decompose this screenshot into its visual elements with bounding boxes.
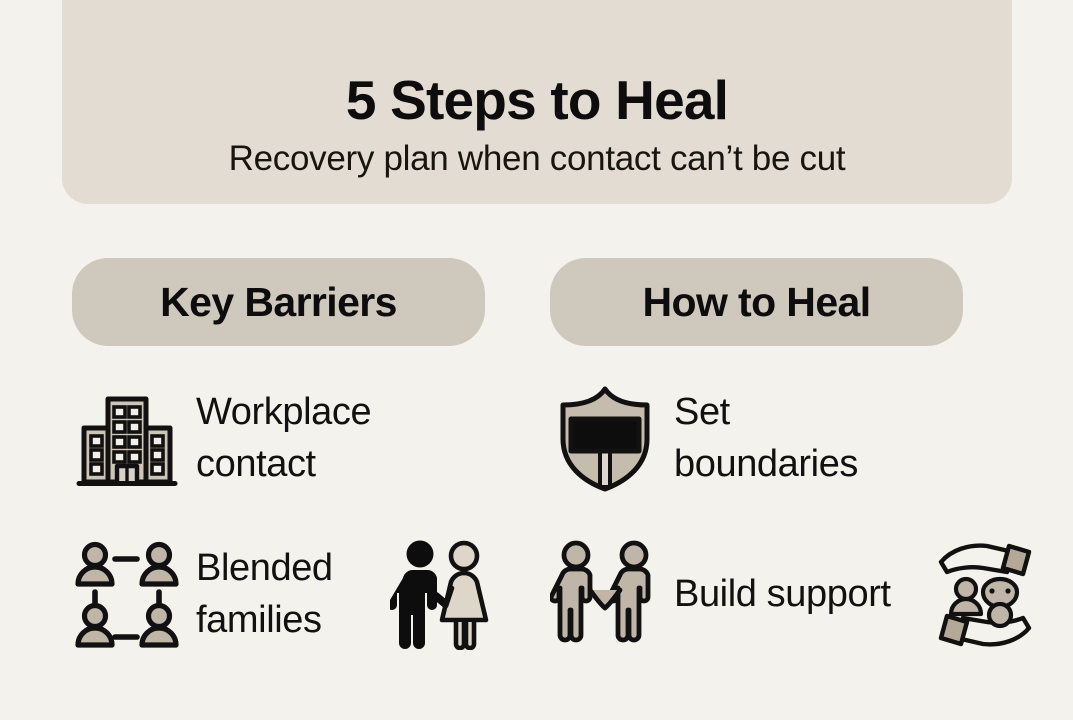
two-people-holding-hands-icon xyxy=(550,540,660,648)
row-label-workplace-contact: Workplace contact xyxy=(196,391,372,485)
row-label-blended-families: Blended families xyxy=(196,547,333,641)
page-subtitle: Recovery plan when contact can’t be cut xyxy=(228,138,846,178)
column-heading-key-barriers: Key Barriers xyxy=(72,258,485,346)
row-label-build-support: Build support xyxy=(674,573,891,615)
couple-icon xyxy=(386,538,498,650)
column-heading-label: How to Heal xyxy=(642,278,871,325)
rows-key-barriers: Workplace contact xyxy=(72,374,530,658)
row-blended-families: Blended families xyxy=(72,530,530,658)
office-building-icon xyxy=(72,386,182,490)
rows-how-to-heal: Set boundaries xyxy=(550,374,1073,658)
columns-container: Key Barriers xyxy=(0,258,1073,658)
row-workplace-contact: Workplace contact xyxy=(72,374,530,502)
row-label-set-boundaries: Set boundaries xyxy=(674,391,859,485)
header-card: 5 Steps to Heal Recovery plan when conta… xyxy=(62,0,1012,204)
page-title: 5 Steps to Heal xyxy=(345,69,729,132)
people-network-icon xyxy=(72,540,182,648)
column-how-to-heal: How to Heal Set boundaries xyxy=(530,258,1073,658)
shield-sign-icon xyxy=(550,383,660,493)
row-set-boundaries: Set boundaries xyxy=(550,374,1073,502)
column-key-barriers: Key Barriers xyxy=(0,258,530,658)
caring-hands-icon xyxy=(929,538,1041,650)
column-heading-label: Key Barriers xyxy=(160,278,397,325)
row-build-support: Build support xyxy=(550,530,1073,658)
column-heading-how-to-heal: How to Heal xyxy=(550,258,963,346)
